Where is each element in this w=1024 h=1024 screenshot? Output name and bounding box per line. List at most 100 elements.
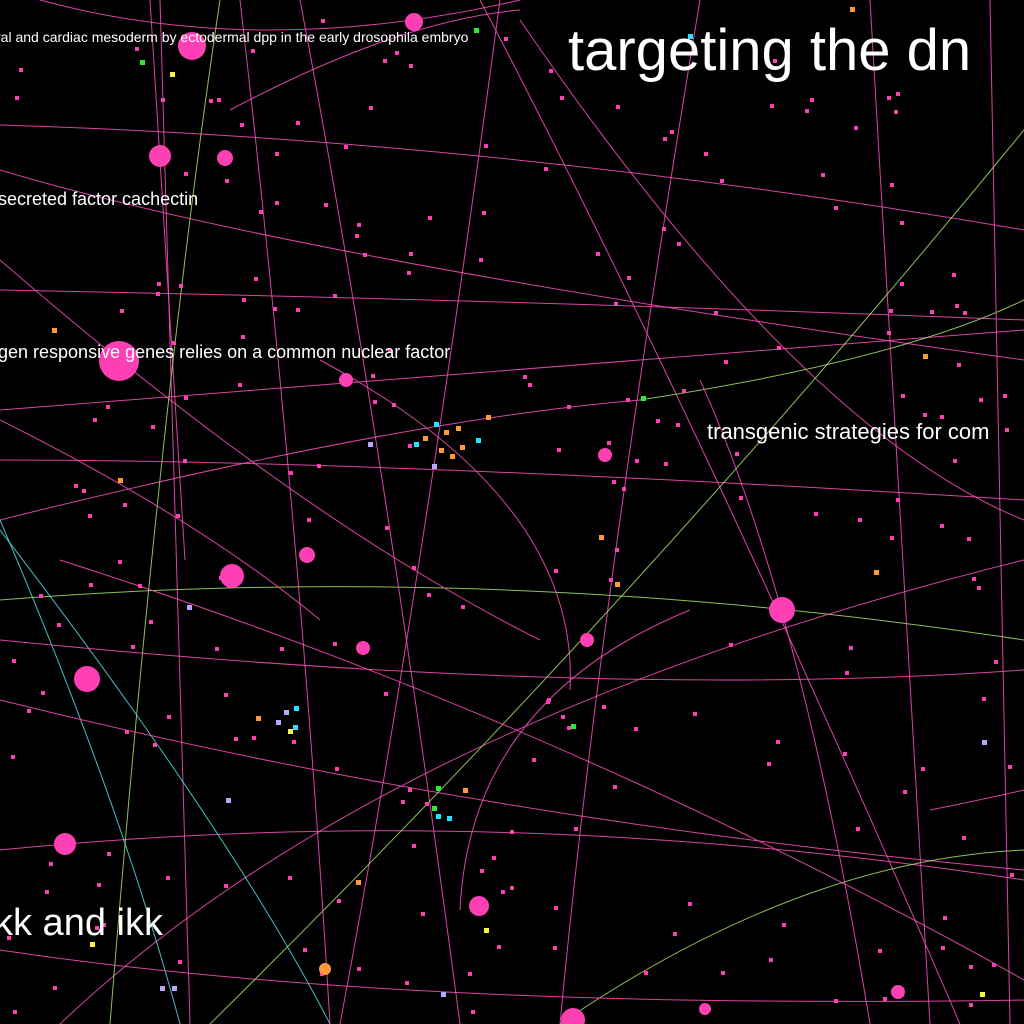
graph-node-large[interactable] [580, 633, 594, 647]
graph-node-small[interactable] [952, 273, 956, 277]
graph-node-small[interactable] [428, 216, 432, 220]
graph-node-small[interactable] [337, 899, 341, 903]
graph-node-cluster[interactable] [423, 436, 428, 441]
graph-node-small[interactable] [461, 605, 465, 609]
graph-node-small[interactable] [560, 96, 564, 100]
graph-node-small[interactable] [45, 890, 49, 894]
graph-node-large[interactable] [469, 896, 489, 916]
graph-node-small[interactable] [735, 452, 739, 456]
graph-node-small[interactable] [664, 462, 668, 466]
graph-node-small[interactable] [421, 912, 425, 916]
graph-node-small[interactable] [251, 49, 255, 53]
graph-node-small[interactable] [724, 360, 728, 364]
graph-node-cluster[interactable] [118, 478, 123, 483]
graph-node-large[interactable] [299, 547, 315, 563]
graph-node-large[interactable] [699, 1003, 711, 1015]
graph-node-small[interactable] [567, 726, 571, 730]
graph-node-cluster[interactable] [447, 816, 452, 821]
graph-node-small[interactable] [930, 310, 934, 314]
graph-node-small[interactable] [371, 374, 375, 378]
graph-node-cluster[interactable] [641, 396, 646, 401]
graph-node-cluster[interactable] [688, 34, 693, 39]
graph-node-cluster[interactable] [850, 7, 855, 12]
graph-node-small[interactable] [344, 145, 348, 149]
graph-node-small[interactable] [969, 1003, 973, 1007]
graph-node-small[interactable] [714, 311, 718, 315]
graph-node-small[interactable] [554, 906, 558, 910]
graph-node-cluster[interactable] [444, 430, 449, 435]
graph-node-small[interactable] [74, 484, 78, 488]
graph-node-small[interactable] [95, 926, 99, 930]
graph-node-large[interactable] [598, 448, 612, 462]
graph-node-small[interactable] [523, 375, 527, 379]
graph-node-small[interactable] [409, 64, 413, 68]
graph-node-cluster[interactable] [441, 992, 446, 997]
graph-node-cluster[interactable] [476, 438, 481, 443]
graph-node-small[interactable] [720, 179, 724, 183]
graph-node-small[interactable] [296, 121, 300, 125]
graph-node-small[interactable] [962, 836, 966, 840]
graph-node-small[interactable] [849, 646, 853, 650]
graph-node-small[interactable] [887, 96, 891, 100]
graph-node-cluster[interactable] [436, 814, 441, 819]
graph-node-small[interactable] [721, 971, 725, 975]
graph-node-small[interactable] [663, 137, 667, 141]
graph-node-small[interactable] [289, 471, 293, 475]
graph-node-small[interactable] [224, 693, 228, 697]
graph-node-small[interactable] [238, 383, 242, 387]
graph-node-cluster[interactable] [276, 720, 281, 725]
graph-node-cluster[interactable] [456, 426, 461, 431]
graph-node-cluster[interactable] [432, 806, 437, 811]
graph-node-small[interactable] [616, 105, 620, 109]
graph-node-small[interactable] [777, 346, 781, 350]
graph-node-small[interactable] [992, 963, 996, 967]
graph-node-small[interactable] [273, 307, 277, 311]
graph-node-small[interactable] [401, 800, 405, 804]
graph-node-small[interactable] [53, 986, 57, 990]
graph-node-small[interactable] [479, 258, 483, 262]
graph-node-small[interactable] [979, 398, 983, 402]
graph-node-small[interactable] [561, 715, 565, 719]
graph-node-small[interactable] [682, 389, 686, 393]
graph-node-small[interactable] [93, 418, 97, 422]
graph-node-small[interactable] [303, 948, 307, 952]
graph-node-small[interactable] [321, 19, 325, 23]
graph-node-small[interactable] [217, 98, 221, 102]
graph-node-small[interactable] [135, 47, 139, 51]
graph-node-small[interactable] [19, 68, 23, 72]
graph-node-small[interactable] [369, 106, 373, 110]
graph-node-small[interactable] [405, 981, 409, 985]
graph-node-small[interactable] [125, 730, 129, 734]
graph-node-cluster[interactable] [90, 942, 95, 947]
graph-node-small[interactable] [12, 659, 16, 663]
graph-node-cluster[interactable] [460, 445, 465, 450]
graph-node-small[interactable] [923, 413, 927, 417]
graph-node-small[interactable] [856, 827, 860, 831]
graph-node-small[interactable] [673, 932, 677, 936]
graph-node-small[interactable] [241, 335, 245, 339]
graph-node-small[interactable] [688, 902, 692, 906]
graph-node-small[interactable] [739, 496, 743, 500]
graph-node-small[interactable] [977, 586, 981, 590]
graph-node-small[interactable] [484, 144, 488, 148]
graph-node-small[interactable] [943, 916, 947, 920]
graph-node-small[interactable] [224, 884, 228, 888]
graph-node-small[interactable] [510, 886, 514, 890]
graph-node-small[interactable] [357, 223, 361, 227]
graph-node-cluster[interactable] [486, 415, 491, 420]
graph-node-small[interactable] [156, 292, 160, 296]
graph-node-small[interactable] [149, 620, 153, 624]
graph-node-cluster[interactable] [474, 28, 479, 33]
graph-node-small[interactable] [903, 790, 907, 794]
graph-node-small[interactable] [544, 167, 548, 171]
graph-node-small[interactable] [167, 715, 171, 719]
graph-node-small[interactable] [324, 203, 328, 207]
graph-node-small[interactable] [596, 252, 600, 256]
graph-node-small[interactable] [854, 126, 858, 130]
graph-node-small[interactable] [615, 548, 619, 552]
graph-node-small[interactable] [412, 566, 416, 570]
graph-node-large[interactable] [405, 13, 423, 31]
graph-node-cluster[interactable] [284, 710, 289, 715]
graph-node-small[interactable] [41, 691, 45, 695]
